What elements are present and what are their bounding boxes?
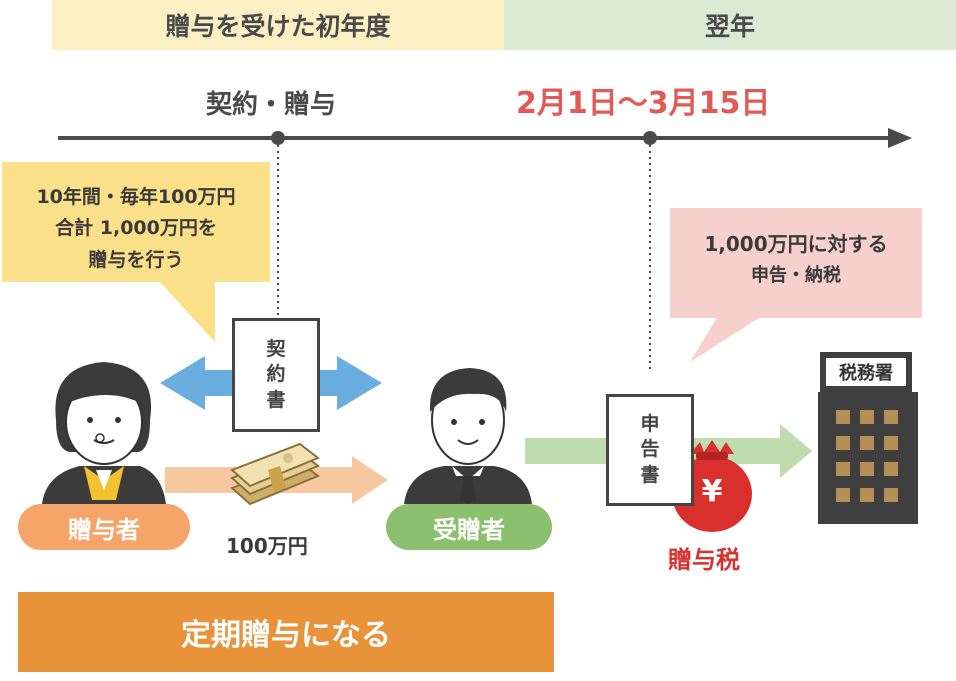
giver-pill: 贈与者 bbox=[18, 504, 190, 550]
giver-note-line3: 贈与を行う bbox=[88, 248, 184, 271]
tax-office-building-icon bbox=[818, 352, 918, 524]
contract-doc-char3: 書 bbox=[266, 388, 286, 411]
contract-gift-label: 契約・贈与 bbox=[206, 90, 337, 120]
first-year-label: 贈与を受けた初年度 bbox=[165, 12, 391, 41]
yen-symbol: ¥ bbox=[701, 474, 723, 509]
gift-tax-label: 贈与税 bbox=[668, 546, 740, 574]
receiver-pill: 受贈者 bbox=[386, 504, 552, 550]
first-year-band: 贈与を受けた初年度 bbox=[52, 0, 504, 50]
filing-doc-char1: 申 bbox=[640, 412, 660, 435]
timeline-dot-contract bbox=[271, 131, 285, 145]
timeline bbox=[58, 128, 912, 370]
filing-document: 申 告 書 bbox=[606, 394, 694, 506]
result-banner-text: 定期贈与になる bbox=[181, 618, 391, 653]
tax-note-line1: 1,000万円に対する bbox=[704, 232, 888, 256]
filing-doc-char2: 告 bbox=[640, 438, 660, 461]
giver-bubble bbox=[2, 162, 270, 342]
tax-bubble bbox=[670, 208, 922, 362]
giver-avatar bbox=[42, 362, 166, 504]
result-banner: 定期贈与になる bbox=[18, 592, 554, 672]
next-year-band: 翌年 bbox=[504, 0, 956, 50]
giver-note-line2: 合計 1,000万円を bbox=[55, 217, 217, 240]
tax-note: 1,000万円に対する 申告・納税 bbox=[670, 228, 922, 291]
contract-doc-char2: 約 bbox=[266, 363, 286, 386]
timeline-dot-filing bbox=[643, 131, 657, 145]
contract-document: 契 約 書 bbox=[232, 318, 320, 432]
tax-note-line2: 申告・納税 bbox=[751, 265, 841, 286]
giver-note: 10年間・毎年100万円 合計 1,000万円を 贈与を行う bbox=[2, 182, 270, 276]
tax-office-label: 税務署 bbox=[839, 363, 893, 384]
receiver-avatar bbox=[404, 368, 532, 504]
next-year-label: 翌年 bbox=[704, 12, 755, 41]
filing-doc-char3: 書 bbox=[640, 463, 660, 486]
filing-period-label: 2月1日〜3月15日 bbox=[516, 86, 771, 121]
cash-bundle-icon bbox=[230, 442, 320, 506]
giver-label: 贈与者 bbox=[68, 515, 140, 544]
money-amount-label: 100万円 bbox=[226, 534, 308, 558]
receiver-label: 受贈者 bbox=[433, 515, 505, 544]
contract-doc-char1: 契 bbox=[266, 337, 286, 360]
giver-note-line1: 10年間・毎年100万円 bbox=[36, 186, 236, 208]
